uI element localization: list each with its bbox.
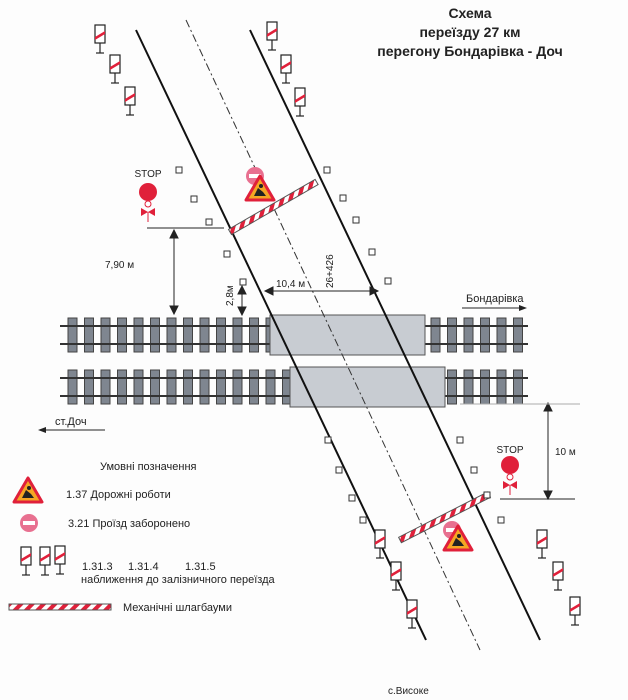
sleeper (67, 317, 78, 353)
legend-barriers: Механічні шлагбауми (123, 602, 232, 614)
approach-post-icon (536, 529, 548, 559)
title-line-2: переїзду 27 км (419, 24, 520, 40)
road-works-sign-icon (12, 476, 44, 504)
crossing-deck-upper (269, 314, 426, 356)
legend-code-3: 1.31.5 (185, 561, 216, 573)
dimension-lines (169, 228, 580, 501)
approach-post-icon (109, 54, 121, 84)
sleeper (447, 369, 457, 405)
sleeper (265, 369, 276, 405)
approach-post-icon (124, 86, 136, 116)
approach-post-icon (94, 24, 106, 54)
legend: Умовні позначення 1.37 Дорожні роботи 3.… (8, 461, 276, 614)
direction-right-label: Бондарівка (466, 293, 524, 305)
approach-post-icon (552, 561, 564, 591)
approach-post-icon (280, 54, 292, 84)
sleeper (513, 317, 523, 353)
legend-code-1: 1.31.3 (82, 561, 113, 573)
distance-sign: 2,8м (225, 285, 236, 306)
road-width: 10,4 м (276, 279, 305, 290)
no-entry-sign-icon (20, 514, 38, 532)
sleeper (133, 317, 144, 353)
sleeper (216, 369, 226, 405)
sleeper (133, 369, 144, 405)
approach-post-icon (406, 599, 418, 629)
sleeper (183, 317, 193, 353)
stop-label-bottom: STOP (496, 445, 523, 456)
legend-title: Умовні позначення (100, 461, 197, 473)
sleeper (430, 317, 441, 353)
sleeper (67, 369, 78, 405)
stop-signal-icon (500, 455, 520, 496)
sleeper (100, 369, 111, 405)
stop-label-top: STOP (134, 169, 161, 180)
sleeper (513, 369, 523, 405)
sleeper (166, 369, 177, 405)
sleeper (166, 317, 177, 353)
sleeper (150, 317, 160, 353)
road-edge-right (249, 29, 541, 641)
road-centerline (185, 19, 481, 651)
sleeper (480, 369, 490, 405)
sleeper (84, 317, 94, 353)
sleeper (199, 369, 210, 405)
sleeper (150, 369, 160, 405)
sleeper (232, 317, 243, 353)
village-label: с.Високе (388, 686, 429, 697)
sleeper (100, 317, 111, 353)
picket-label: 26+426 (325, 254, 336, 288)
sleeper (117, 317, 127, 353)
distance-stop-bottom: 10 м (555, 447, 576, 458)
sleeper (496, 369, 507, 405)
legend-road-works: 1.37 Дорожні роботи (66, 489, 171, 501)
legend-code-2: 1.31.4 (128, 561, 159, 573)
stop-signal-icon (138, 182, 158, 223)
title-line-1: Схема (448, 5, 491, 21)
sleeper (463, 369, 474, 405)
legend-no-entry: 3.21 Проїзд заборонено (68, 518, 190, 530)
sleeper (249, 317, 259, 353)
barrier-top (227, 178, 319, 236)
direction-left-label: ст.Доч (55, 416, 87, 428)
sleeper (84, 369, 94, 405)
sleeper (463, 317, 474, 353)
sleeper (232, 369, 243, 405)
approach-post-icon (374, 529, 386, 559)
sleeper (496, 317, 507, 353)
sleeper (199, 317, 210, 353)
sleeper (249, 369, 259, 405)
sleeper (117, 369, 127, 405)
sleeper (216, 317, 226, 353)
approach-post-icon (294, 87, 306, 117)
approach-post-icon (266, 21, 278, 51)
distance-stop-top: 7,90 м (105, 260, 134, 271)
sleeper (183, 369, 193, 405)
sleeper (480, 317, 490, 353)
approach-post-icon (569, 596, 581, 626)
legend-approach: наближення до залізничного переїзда (81, 574, 276, 586)
approach-post-icon (54, 545, 66, 575)
barrier-bottom (397, 491, 492, 544)
sleeper (447, 317, 457, 353)
title-line-3: перегону Бондарівка - Доч (377, 43, 562, 59)
approach-post-icon (39, 546, 51, 576)
approach-post-icon (20, 546, 32, 576)
barrier-legend-icon (8, 603, 112, 611)
